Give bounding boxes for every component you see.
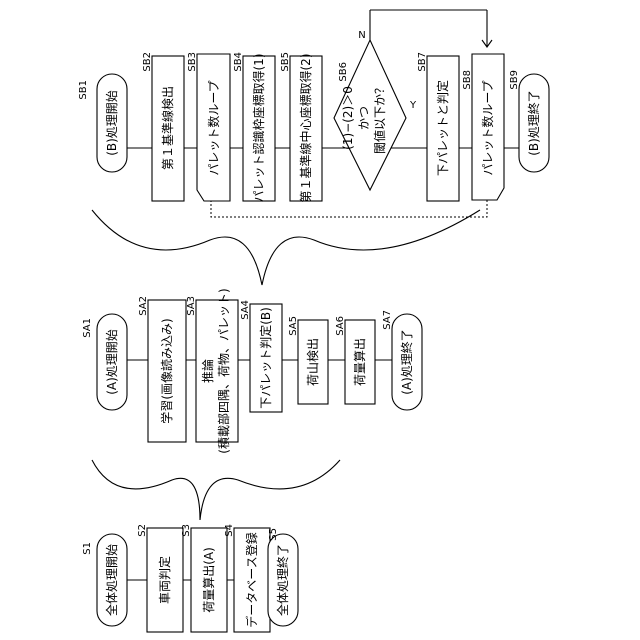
label-s3: S3 [181,524,192,537]
label-sb7: SB7 [417,52,428,72]
label-s4: S4 [224,524,235,537]
label-sb6: SB6 [338,62,349,82]
process-sb7-text: 下パレットと判定 [435,80,450,176]
process-s2-text: 車両判定 [157,556,172,604]
label-sa4: SA4 [240,300,251,320]
process-sb5-text: 第１基準線中心座標取得(2) [298,54,313,203]
process-sa5-text: 荷山検出 [306,338,320,386]
label-sa6: SA6 [335,316,346,336]
start-b-text: (B)処理開始 [105,90,119,156]
process-s3-text: 荷量算出(A) [201,547,216,613]
label-sb9: SB9 [509,70,520,90]
label-s2: S2 [137,524,148,537]
label-sb1: SB1 [78,80,89,100]
process-sb4-text: パレット認識枠座標取得(1) [251,54,266,203]
process-sa3-text-2: (積載部四隅、荷物、パレット) [216,288,231,453]
label-sb4: SB4 [233,52,244,72]
label-sa1: SA1 [82,318,93,338]
process-sa3-text-1: 推論 [200,359,215,383]
process-sa6-text: 荷量算出 [352,338,367,386]
yes-label: Y [409,100,417,111]
expansion-brace-a [92,460,340,520]
flow-b: (B)処理開始 SB1 第１基準線検出 SB2 パレット数ループ SB3 パレッ… [78,10,549,217]
label-sb8: SB8 [462,70,473,90]
process-sb2-text: 第１基準線検出 [160,86,175,170]
label-sb3: SB3 [187,52,198,72]
label-sb2: SB2 [142,52,153,72]
loop-end-text: パレット数ループ [480,80,495,175]
flow-overall: 全体処理開始 S1 車両判定 S2 荷量算出(A) S3 データベース登録 S4… [82,524,298,632]
label-sa5: SA5 [288,316,299,336]
process-s4-text: データベース登録 [244,532,259,627]
process-sa4-text: 下パレット判定(B) [258,307,273,409]
start-text: 全体処理開始 [104,544,119,616]
decision-line-1: (1)−(2)＞0 [341,86,355,150]
process-sa2-text: 学習(画像読み込み) [159,318,174,423]
end-text: 全体処理終了 [275,544,290,616]
flow-a: (A)処理開始 SA1 学習(画像読み込み) SA2 推論 (積載部四隅、荷物、… [82,288,422,453]
loop-start-text: パレット数ループ [206,80,221,175]
label-s1: S1 [82,542,93,555]
label-sa7: SA7 [382,310,393,330]
end-b-text: (B)処理終了 [526,90,541,156]
label-sa2: SA2 [138,296,149,316]
label-s5: S5 [268,528,279,541]
end-a-text: (A)処理終了 [399,329,414,395]
label-sa3: SA3 [186,296,197,316]
decision-line-3: 閾値以下か？ [372,82,387,154]
start-a-text: (A)処理開始 [105,329,119,395]
decision-line-2: かつ [357,106,371,130]
no-label: N [358,30,365,41]
expansion-brace-b [92,210,480,285]
label-sb5: SB5 [280,52,291,72]
